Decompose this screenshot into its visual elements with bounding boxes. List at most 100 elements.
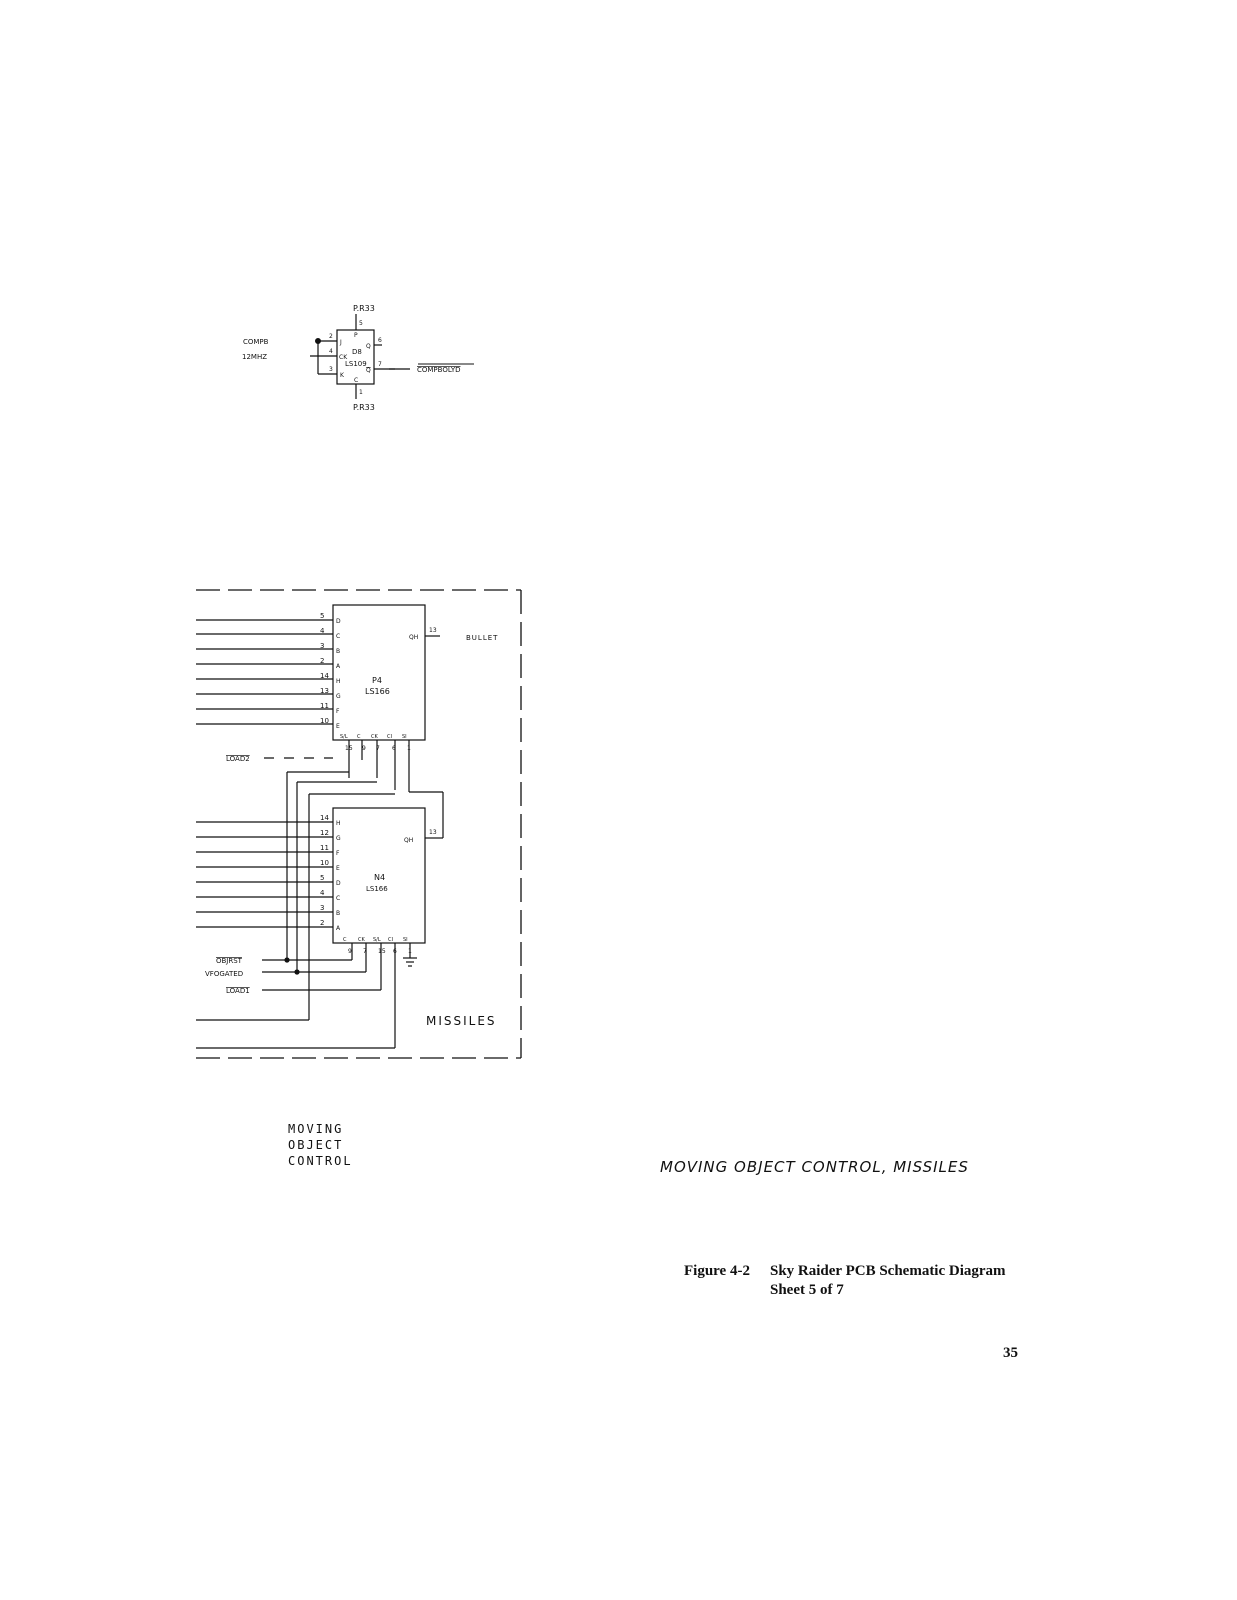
bottom-pin-label: SI xyxy=(402,734,407,740)
chip-p4-name: P4 xyxy=(372,676,382,685)
pin-number: 3 xyxy=(320,642,324,650)
flipflop-num-ck: 4 xyxy=(329,348,333,355)
bottom-pin-label: CK xyxy=(358,937,365,943)
flipflop-input-comp: COMPB xyxy=(243,338,269,346)
bottom-pin-number: 9 xyxy=(348,948,352,955)
bottom-pin-number: 15 xyxy=(378,948,386,955)
pin-number: 5 xyxy=(320,874,324,882)
pin-number: 11 xyxy=(320,702,329,710)
pin-label: D xyxy=(336,618,341,625)
chip-n4-out-pin: 13 xyxy=(429,829,437,836)
pin-label: H xyxy=(336,678,341,685)
flipflop-supply-top: P.R33 xyxy=(353,304,375,313)
flipflop-output: COMPBOLYD xyxy=(417,366,460,374)
flipflop-pin-q: Q xyxy=(366,343,371,350)
junction-dot xyxy=(294,969,300,975)
pin-number: 5 xyxy=(320,612,324,620)
pin-number: 14 xyxy=(320,672,329,680)
bottom-pin-number: 15 xyxy=(345,745,353,752)
handwritten-title: MOVING OBJECT CONTROL, MISSILES xyxy=(660,1158,969,1176)
pin-number: 2 xyxy=(320,919,324,927)
pin-label: G xyxy=(336,693,341,700)
flipflop-num-k: 3 xyxy=(329,366,333,373)
bottom-pin-number: 9 xyxy=(362,745,366,752)
pin-number: 10 xyxy=(320,717,329,725)
chip-n4-body xyxy=(332,807,426,944)
moc-line: CONTROL xyxy=(288,1154,353,1168)
pin-label: A xyxy=(336,925,341,932)
pin-number: 14 xyxy=(320,814,329,822)
flipflop-num-j: 2 xyxy=(329,333,333,340)
pin-label: C xyxy=(336,633,340,640)
pin-label: E xyxy=(336,865,340,872)
missiles-border xyxy=(196,589,522,1059)
bottom-pin-label: C xyxy=(343,937,347,943)
bottom-pin-label: CK xyxy=(371,734,378,740)
junction-dot xyxy=(284,957,290,963)
pin-label: E xyxy=(336,723,340,730)
flipflop-num-q: 6 xyxy=(378,337,382,344)
flipflop-chip-name: D8 xyxy=(352,348,362,356)
bottom-pin-label: S/L xyxy=(340,734,348,740)
figure-title: Sky Raider PCB Schematic Diagram xyxy=(770,1263,1006,1279)
pin-number: 10 xyxy=(320,859,329,867)
pin-label: C xyxy=(336,895,340,902)
bottom-pin-label: C xyxy=(357,734,361,740)
flipflop-pin-c: C xyxy=(354,377,358,384)
pin-label: H xyxy=(336,820,341,827)
flipflop-pin-qbar: Q xyxy=(366,367,371,374)
pin-number: 4 xyxy=(320,889,325,897)
section-label-missiles: MISSILES xyxy=(426,1014,497,1028)
figure-caption: Figure 4-2 Sky Raider PCB Schematic Diagr… xyxy=(684,1262,1006,1300)
flipflop-pin-k: K xyxy=(340,372,345,379)
pin-label: G xyxy=(336,835,341,842)
moc-line: OBJECT xyxy=(288,1138,344,1152)
moc-line: MOVING xyxy=(288,1122,344,1136)
signal-vfogated: VFOGATED xyxy=(205,970,243,978)
bottom-pin-number: 7 xyxy=(363,948,367,955)
flipflop-supply-bottom: P.R33 xyxy=(353,403,375,412)
bottom-pin-number: 6 xyxy=(392,745,396,752)
figure-number: Figure 4-2 xyxy=(684,1263,750,1279)
flipflop-num-p: 5 xyxy=(359,320,363,327)
pin-number: 4 xyxy=(320,627,325,635)
bottom-pin-label: CI xyxy=(387,734,392,740)
flipflop-chip-type: LS109 xyxy=(345,360,367,368)
bottom-pin-label: CI xyxy=(388,937,393,943)
pin-number: 11 xyxy=(320,844,329,852)
flipflop-pin-p: P xyxy=(354,332,358,339)
flipflop-input-clock: 12MHZ xyxy=(242,353,267,361)
chip-p4-body xyxy=(332,604,426,741)
chip-p4-out-signal: BULLET xyxy=(466,634,498,642)
flipflop-pin-ck: CK xyxy=(339,354,348,361)
flipflop-pin-j: J xyxy=(339,339,342,346)
chip-p4-out-label: QH xyxy=(409,634,418,641)
signal-load1: LOAD1 xyxy=(226,987,250,995)
pin-number: 2 xyxy=(320,657,324,665)
chip-n4-type: LS166 xyxy=(366,885,388,893)
chip-n4-out-label: QH xyxy=(404,837,413,844)
bottom-pin-number: 1 xyxy=(408,948,412,955)
chip-p4-out-pin: 13 xyxy=(429,627,437,634)
pin-label: D xyxy=(336,880,341,887)
pin-label: F xyxy=(336,708,340,715)
bottom-pin-label: SI xyxy=(403,937,408,943)
pin-number: 12 xyxy=(320,829,329,837)
figure-sheet: Sheet 5 of 7 xyxy=(770,1282,844,1298)
chip-n4-name: N4 xyxy=(374,873,385,882)
pin-number: 13 xyxy=(320,687,329,695)
chip-p4-type: LS166 xyxy=(365,687,390,696)
bottom-pin-label: S/L xyxy=(373,937,381,943)
pin-label: A xyxy=(336,663,341,670)
signal-load2: LOAD2 xyxy=(226,755,250,763)
signal-objrst: OBJRST xyxy=(216,957,243,965)
pin-label: B xyxy=(336,648,340,655)
bottom-pin-number: 6 xyxy=(393,948,397,955)
flipflop-num-c: 1 xyxy=(359,389,363,396)
bottom-pin-number: 1 xyxy=(407,745,411,752)
bottom-pin-number: 7 xyxy=(376,745,380,752)
flipflop-num-qbar: 7 xyxy=(378,361,382,368)
flipflop-junction-dot xyxy=(315,338,322,345)
moving-object-control-label: MOVING OBJECT CONTROL xyxy=(288,1121,353,1169)
